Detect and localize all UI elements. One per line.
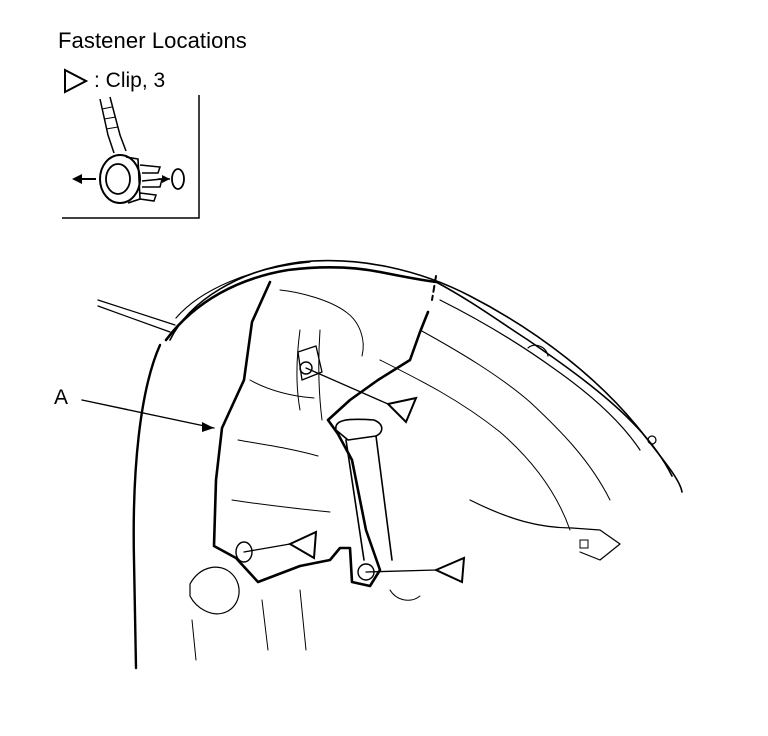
clip-detail-inset [62, 95, 200, 219]
diagram-title: Fastener Locations [58, 28, 247, 53]
triangle-marker-icon [64, 68, 88, 94]
clip-marker-upper [385, 396, 418, 424]
legend-label: : Clip, 3 [94, 69, 166, 92]
clip-marker-lower-right [433, 556, 466, 584]
legend: : Clip, 3 [62, 68, 165, 94]
clip-marker-lower-left [287, 530, 318, 560]
callout-a-label: A [54, 386, 69, 409]
